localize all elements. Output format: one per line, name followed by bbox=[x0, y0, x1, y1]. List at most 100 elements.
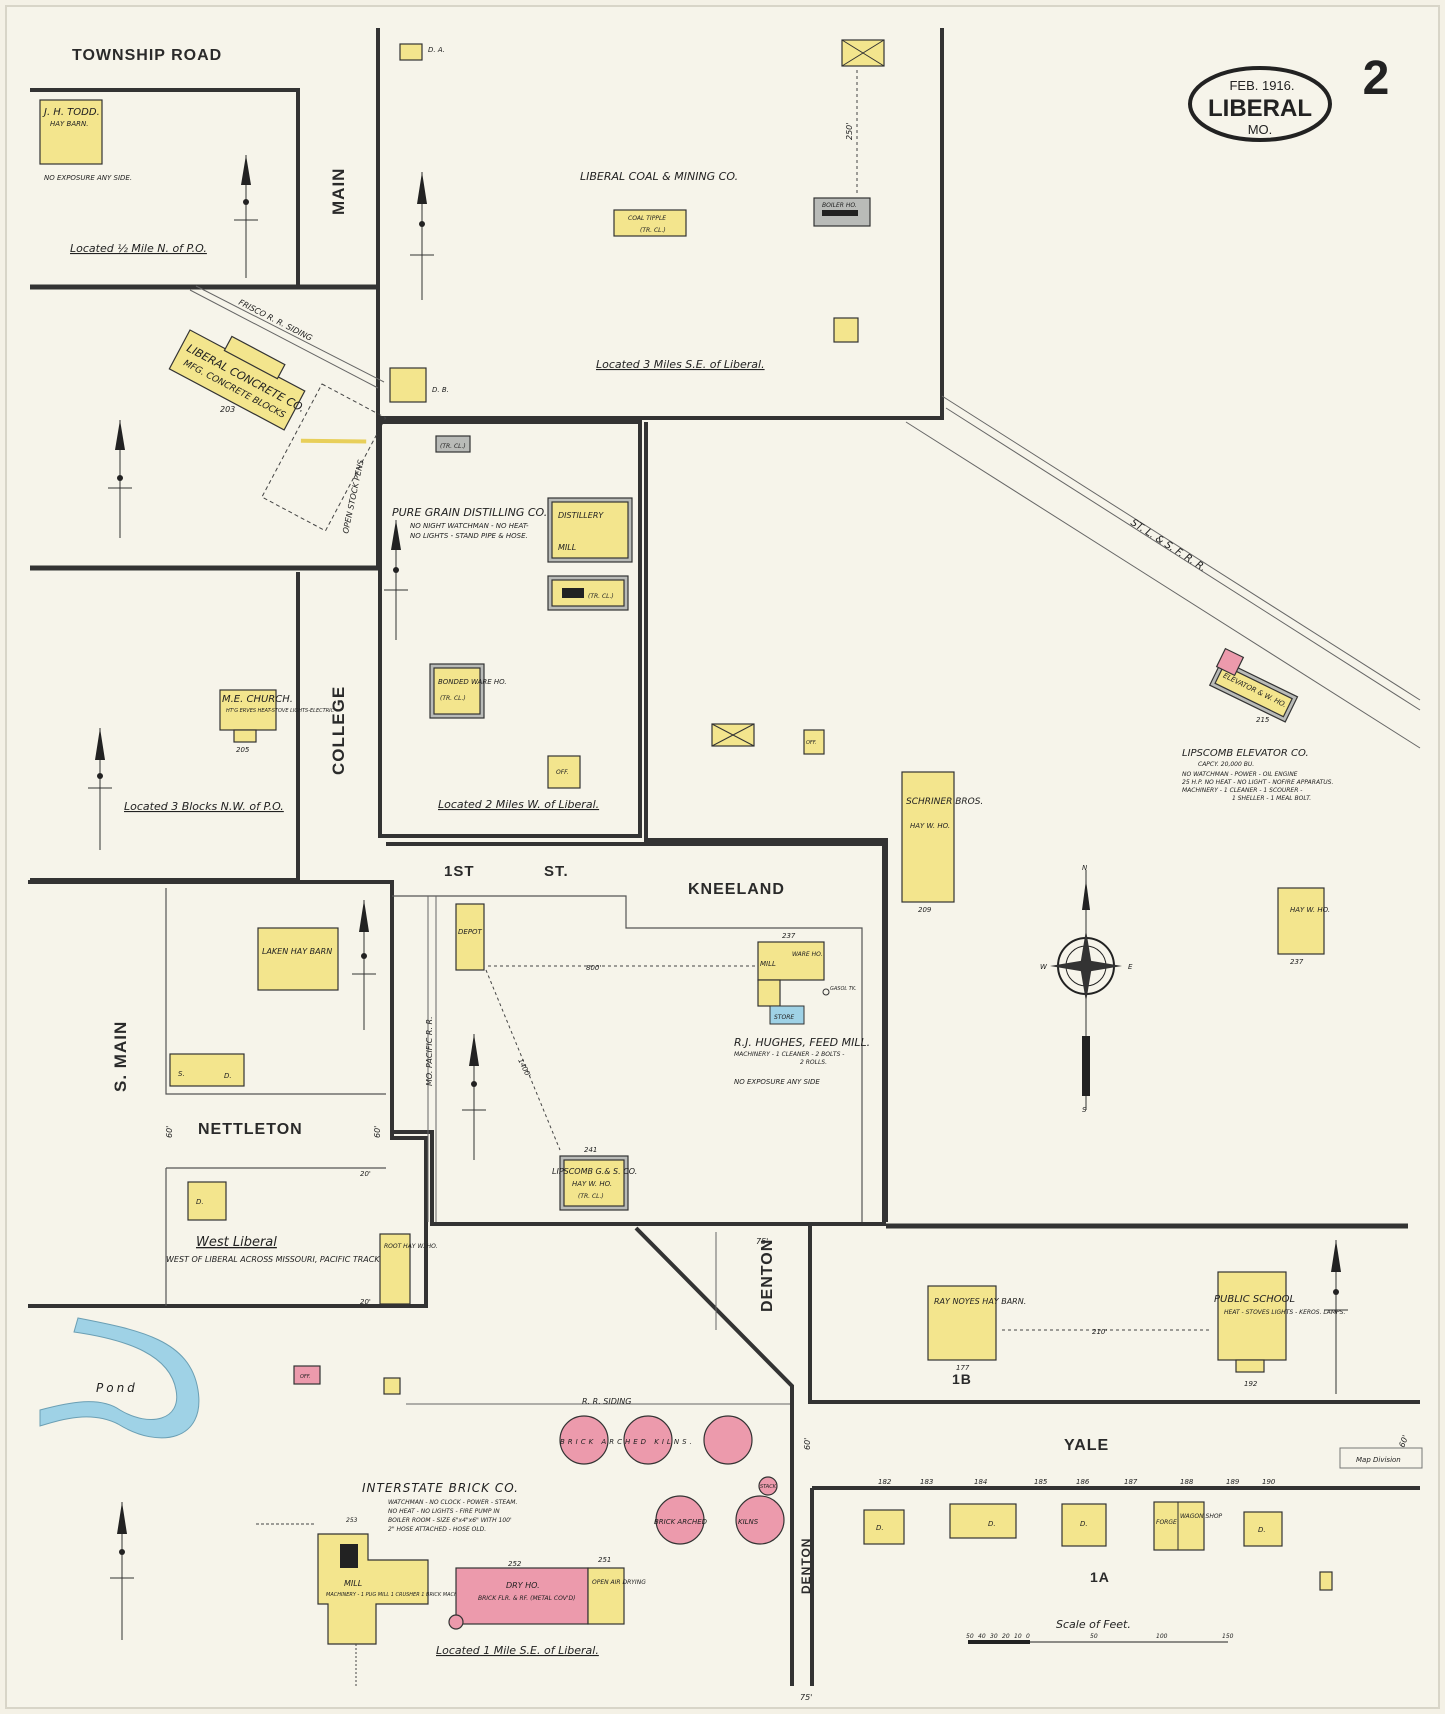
address-185: 185 bbox=[1034, 1478, 1048, 1486]
label-brick-kilns-a: BRICK ARCHED KILNS. bbox=[560, 1438, 695, 1446]
street-line-denton-diag bbox=[634, 1226, 794, 1686]
label-west-liberal: West Liberal bbox=[196, 1235, 277, 1250]
building-brick-office-2 bbox=[293, 1365, 321, 1385]
label-todd-note: NO EXPOSURE ANY SIDE. bbox=[44, 174, 132, 182]
label-distillery-mill: MILL bbox=[558, 543, 576, 552]
label-church: M.E. CHURCH. bbox=[222, 694, 293, 705]
label-tr-cl: (TR. CL.) bbox=[440, 443, 466, 450]
label-interstate-location: Located 1 Mile S.E. of Liberal. bbox=[436, 1644, 599, 1657]
building-distillery bbox=[551, 501, 629, 559]
compass-e: E bbox=[1128, 963, 1133, 971]
label-todd-location: Located ½ Mile N. of P.O. bbox=[70, 242, 207, 255]
street-yale: YALE bbox=[1064, 1437, 1109, 1454]
label-d-nettleton: D. bbox=[224, 1072, 232, 1080]
label-interstate-note3: BOILER ROOM - SIZE 6"x4"x6" WITH 100' bbox=[388, 1517, 512, 1524]
label-coal-tipple: COAL TIPPLE bbox=[628, 215, 666, 222]
building-dwelling-182 bbox=[863, 1509, 905, 1545]
label-lipscomb-gs: LIPSCOMB G.& S. CO. bbox=[552, 1167, 637, 1176]
north-arrow-icon bbox=[384, 520, 408, 640]
dim-250: 250' bbox=[845, 123, 854, 140]
num-241: 241 bbox=[584, 1146, 597, 1154]
dim-20a: 20' bbox=[360, 1170, 371, 1178]
building-west-liberal-dwelling bbox=[187, 1181, 227, 1221]
kiln-circle bbox=[735, 1495, 785, 1545]
label-interstate-note1: WATCHMAN - NO CLOCK - POWER - STEAM. bbox=[388, 1499, 517, 1506]
street-first-st-b: ST. bbox=[544, 863, 569, 880]
label-pond: Pond bbox=[96, 1381, 138, 1395]
street-denton-lower: DENTON bbox=[799, 1538, 813, 1594]
label-noyes: RAY NOYES HAY BARN. bbox=[934, 1297, 1026, 1306]
label-lipscomb-gs-ir: (TR. CL.) bbox=[578, 1193, 604, 1200]
label-mo-pacific: MO. PACIFIC R. R. bbox=[425, 1016, 434, 1086]
building-dwelling-184 bbox=[949, 1503, 1017, 1539]
label-lipscomb-elev-2: NO WATCHMAN - POWER - OIL ENGINE bbox=[1182, 771, 1298, 778]
building-open-air-drying bbox=[587, 1567, 625, 1625]
dim-60a: 60' bbox=[165, 1126, 174, 1138]
building-dwelling-189 bbox=[1243, 1511, 1283, 1547]
label-schriner: SCHRINER BROS. bbox=[906, 797, 983, 807]
title-date: FEB. 1916. bbox=[1229, 78, 1294, 93]
label-distilling: PURE GRAIN DISTILLING CO. bbox=[392, 506, 547, 519]
address-188: 188 bbox=[1180, 1478, 1194, 1486]
compass-w: W bbox=[1040, 963, 1048, 971]
building-schriner bbox=[901, 771, 955, 903]
label-s: S. bbox=[178, 1070, 185, 1078]
block-depot bbox=[386, 842, 886, 1226]
scale-tick-1: 40 bbox=[978, 1633, 986, 1640]
boiler-stack-icon bbox=[448, 1614, 464, 1630]
label-dry-ho-sub: BRICK FLR. & RF. (METAL COV'D) bbox=[478, 1595, 576, 1602]
building-bonded-ware bbox=[433, 667, 481, 715]
block-distilling bbox=[378, 420, 642, 838]
dim-210: 210' bbox=[1092, 1328, 1107, 1336]
building-dwelling-store bbox=[169, 1053, 245, 1087]
kilns-row-bottom: BRICK ARCHED KILNS STACK bbox=[654, 1476, 785, 1545]
label-hughes-note1: MACHINERY - 1 CLEANER - 2 BOLTS - bbox=[734, 1051, 844, 1058]
label-lipscomb-elev-3: 25 H.P. NO HEAT - NO LIGHT - NOFIRE APPA… bbox=[1182, 779, 1333, 786]
label-church-note: HT'G ERVES HEAT-STOVE LIGHTS-ELECTRIC bbox=[226, 708, 335, 714]
building-brick-office bbox=[1215, 647, 1245, 677]
street-main: MAIN bbox=[329, 168, 348, 215]
label-hughes-note2: 2 ROLLS. bbox=[800, 1059, 827, 1066]
label-store: STORE bbox=[774, 1014, 794, 1021]
building-office-2 bbox=[803, 729, 825, 755]
label-todd-sub: HAY BARN. bbox=[50, 120, 88, 128]
block-1a-label: 1A bbox=[1090, 1569, 1110, 1585]
block-1b-label: 1B bbox=[952, 1371, 972, 1387]
label-forge: FORGE bbox=[1156, 1519, 1177, 1526]
num-251: 251 bbox=[598, 1556, 611, 1564]
address-190: 190 bbox=[1262, 1478, 1276, 1486]
block-1b bbox=[808, 1226, 1420, 1404]
address-row: 182 183 184 185 186 187 188 189 190 bbox=[878, 1478, 1276, 1486]
label-d-b: D. B. bbox=[432, 386, 449, 394]
building-todd-hay-barn bbox=[39, 99, 103, 165]
dim-60d: 60' bbox=[1397, 1434, 1410, 1449]
address-182: 182 bbox=[878, 1478, 892, 1486]
num-205: 205 bbox=[236, 746, 250, 754]
title-state: MO. bbox=[1248, 122, 1273, 137]
label-d-west: D. bbox=[196, 1198, 204, 1206]
label-school: PUBLIC SCHOOL bbox=[1214, 1294, 1295, 1305]
label-lipscomb-elev-4: MACHINERY - 1 CLEANER - 1 SCOURER - bbox=[1182, 787, 1302, 794]
street-township-road: TOWNSHIP ROAD bbox=[72, 47, 222, 64]
building-coal-tipple bbox=[613, 209, 687, 237]
north-arrow-icon bbox=[234, 155, 258, 278]
street-college: COLLEGE bbox=[329, 686, 348, 775]
label-brick-office: OFF. bbox=[300, 1374, 311, 1380]
label-lipscomb-elev-5: 1 SHELLER - 1 MEAL BOLT. bbox=[1232, 795, 1311, 802]
title-city: LIBERAL bbox=[1208, 95, 1312, 122]
address-187: 187 bbox=[1124, 1478, 1138, 1486]
scale-tick-6: 50 bbox=[1090, 1633, 1098, 1640]
block-coal-mining bbox=[376, 28, 944, 420]
label-todd: J. H. TODD. bbox=[42, 107, 100, 118]
street-s-main: S. MAIN bbox=[111, 1021, 130, 1092]
label-bonded-ir: (TR. CL.) bbox=[440, 695, 466, 702]
label-d-189: D. bbox=[1258, 1526, 1266, 1534]
street-denton-upper: DENTON bbox=[759, 1239, 776, 1312]
dim-20b: 20' bbox=[360, 1298, 371, 1306]
label-mao: Map Division bbox=[1356, 1456, 1401, 1464]
label-d-186: D. bbox=[1080, 1520, 1088, 1528]
north-arrow-icon bbox=[1324, 1240, 1348, 1394]
label-church-location: Located 3 Blocks N.W. of P.O. bbox=[124, 800, 284, 813]
building-store bbox=[769, 1005, 805, 1025]
stamp-map-division bbox=[1339, 1447, 1423, 1469]
